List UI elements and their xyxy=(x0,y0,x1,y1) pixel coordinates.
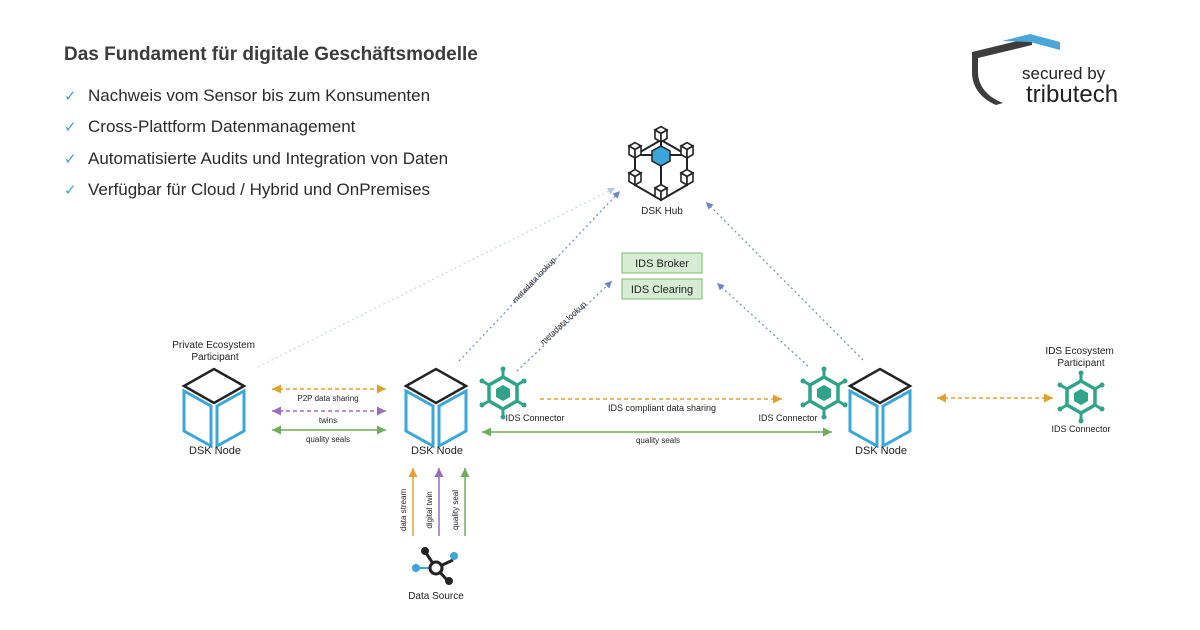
ids-broker-box: IDS Broker xyxy=(621,252,703,274)
dsk-node-right: DSK Node xyxy=(848,367,912,457)
check-icon: ✓ xyxy=(64,150,77,168)
data-source: Data Source xyxy=(408,547,464,602)
metadata-lookup-hub-line xyxy=(458,190,621,362)
ids-connector-icon xyxy=(798,364,850,422)
dsk-node-center: DSK Node xyxy=(404,367,468,457)
dsk-node-center-label: DSK Node xyxy=(411,445,463,457)
cube-icon xyxy=(848,367,912,448)
cube-icon xyxy=(404,367,468,448)
hub-icon xyxy=(628,125,694,202)
dsk-node-left-label: DSK Node xyxy=(189,445,241,457)
data-source-icon xyxy=(412,547,458,585)
logo-line1: secured by xyxy=(1022,64,1106,83)
quality-seals-center-label: quality seals xyxy=(636,436,680,445)
data-stream-label: data stream xyxy=(399,489,408,532)
feature-list: ✓ Nachweis vom Sensor bis zum Konsumenten… xyxy=(64,80,448,206)
feature-text: Nachweis vom Sensor bis zum Konsumenten xyxy=(88,85,431,105)
dsk-node-left: DSK Node xyxy=(182,367,246,457)
ids-clearing-box: IDS Clearing xyxy=(621,278,703,300)
check-icon: ✓ xyxy=(64,119,77,137)
private-to-hub-line xyxy=(257,187,616,368)
right-node-to-hub-line xyxy=(705,201,864,361)
digital-twin-label: digital twin xyxy=(425,491,434,528)
twins-label: twins xyxy=(319,416,337,425)
ids-connector-right: IDS Connector xyxy=(758,364,850,423)
feature-item: ✓ Verfügbar für Cloud / Hybrid und OnPrem… xyxy=(64,175,448,207)
ids-participant-label: IDS Ecosystem Participant xyxy=(1045,346,1116,369)
metadata-lookup-label-1: metadata lookup xyxy=(511,255,559,305)
feature-item: ✓ Cross-Plattform Datenmanagement xyxy=(64,112,448,144)
private-participant-label: Private Ecosystem Participant xyxy=(172,340,258,363)
tributech-logo: secured by tributech xyxy=(972,34,1118,108)
metadata-lookup-label-2: metadata lookup xyxy=(539,299,589,346)
feature-item: ✓ Nachweis vom Sensor bis zum Konsumenten xyxy=(64,80,448,112)
data-source-label: Data Source xyxy=(408,591,464,602)
right-connector-to-clearing-line xyxy=(716,282,809,367)
ids-sharing-label: IDS compliant data sharing xyxy=(608,403,716,413)
feature-text: Automatisierte Audits und Integration vo… xyxy=(88,148,449,168)
dsk-node-right-label: DSK Node xyxy=(855,445,907,457)
connector-far-label: IDS Connector xyxy=(1051,424,1110,434)
page-title: Das Fundament für digitale Geschäftsmode… xyxy=(64,44,478,65)
ids-broker-label: IDS Broker xyxy=(635,258,689,270)
feature-text: Cross-Plattform Datenmanagement xyxy=(88,117,356,137)
connector-center-label: IDS Connector xyxy=(505,413,564,423)
ids-clearing-label: IDS Clearing xyxy=(631,284,693,296)
hub-label: DSK Hub xyxy=(641,206,683,217)
connector-right-label: IDS Connector xyxy=(758,413,817,423)
ids-connector-far: IDS Connector xyxy=(1051,368,1111,434)
ids-connector-icon xyxy=(477,364,529,422)
logo-line2: tributech xyxy=(1026,81,1118,108)
feature-text: Verfügbar für Cloud / Hybrid und OnPremi… xyxy=(88,180,431,200)
cube-icon xyxy=(182,367,246,448)
ids-connector-center: IDS Connector xyxy=(477,364,565,423)
dsk-hub: DSK Hub xyxy=(628,125,694,217)
quality-seal-label: quality seal xyxy=(451,490,460,530)
quality-seals-left-label: quality seals xyxy=(306,435,350,444)
metadata-lookup-broker-line xyxy=(516,280,613,372)
p2p-label: P2P data sharing xyxy=(297,394,358,403)
feature-item: ✓ Automatisierte Audits und Integration v… xyxy=(64,143,448,175)
check-icon: ✓ xyxy=(64,87,77,105)
check-icon: ✓ xyxy=(64,182,77,200)
ids-connector-icon xyxy=(1055,368,1107,426)
